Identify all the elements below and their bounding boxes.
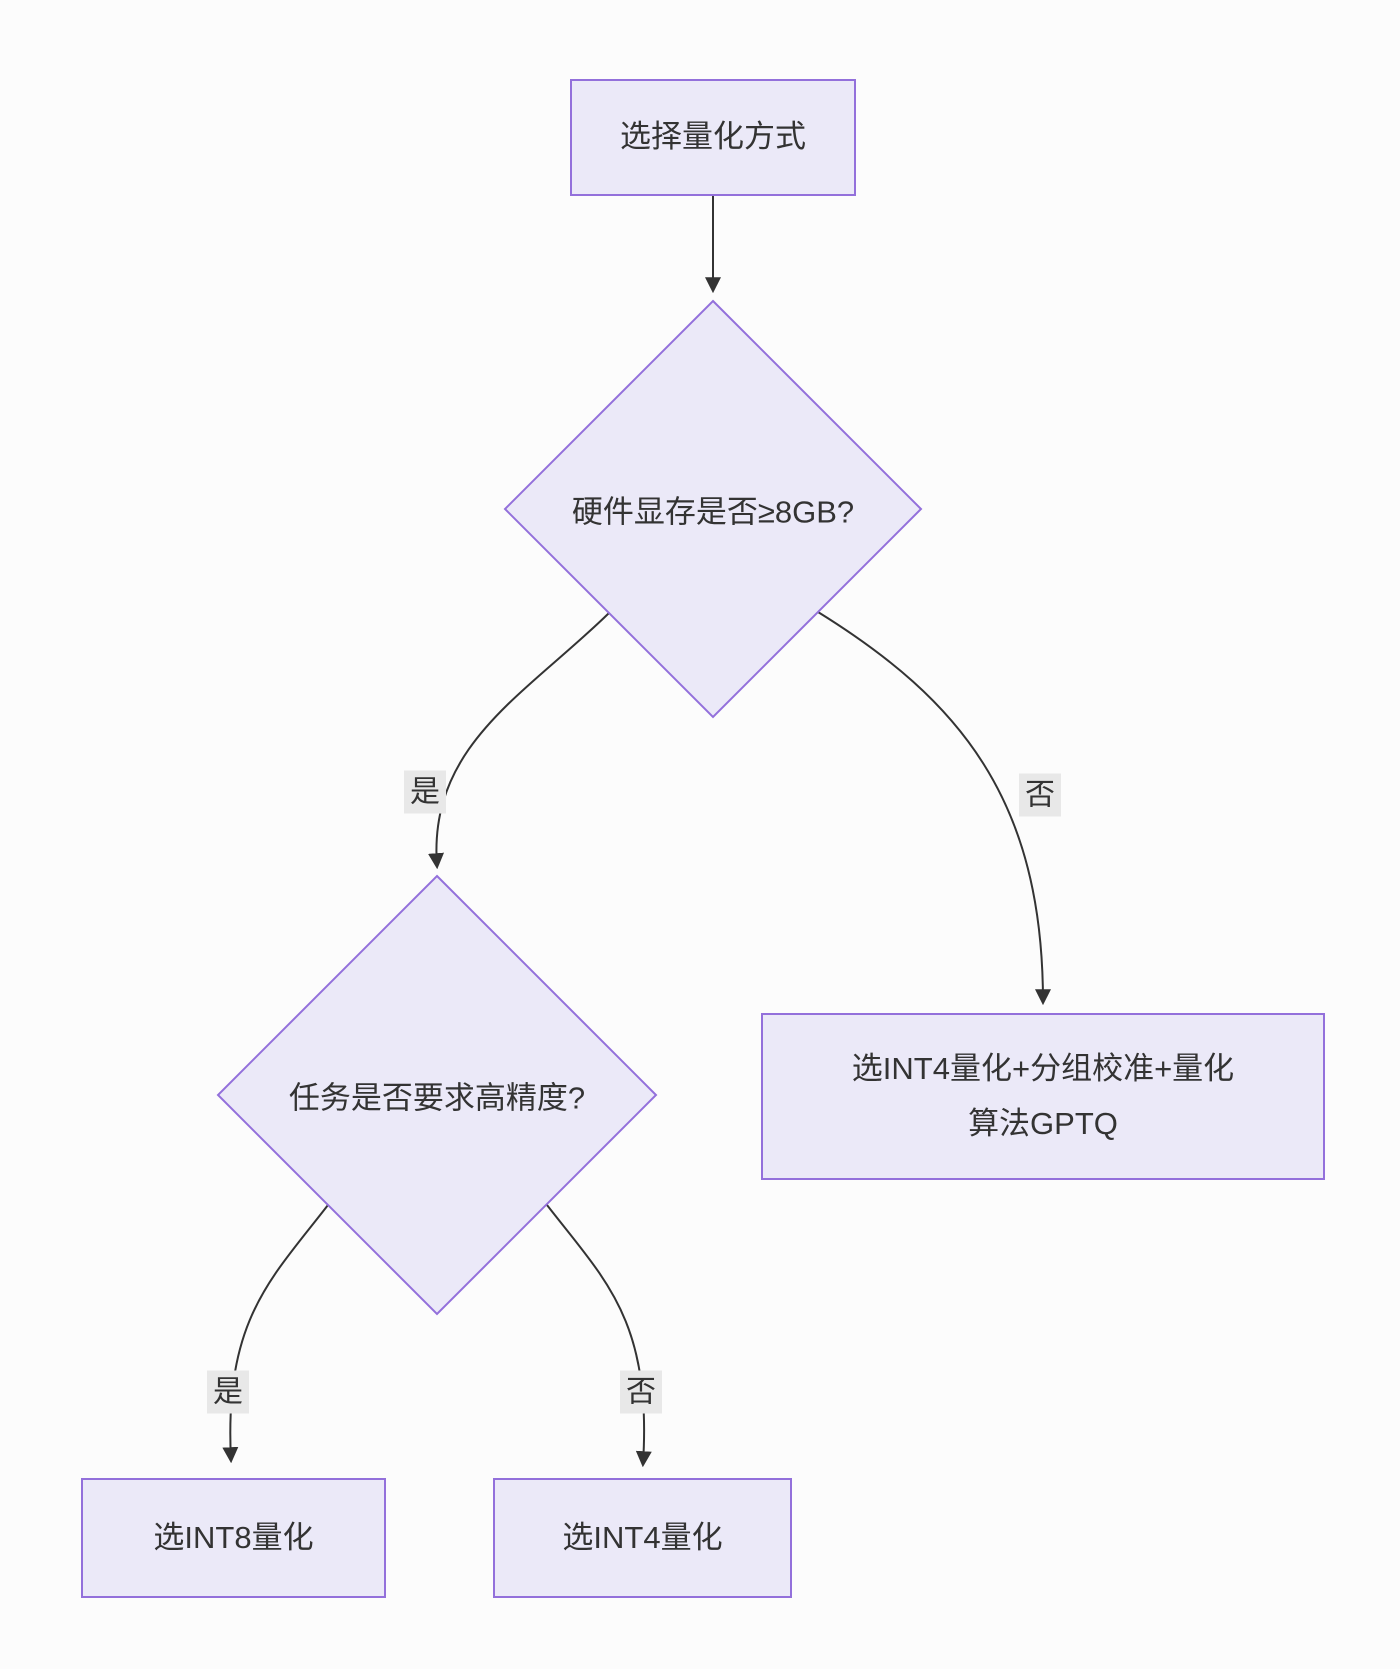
node-decision-precision-label: 任务是否要求高精度?: [288, 1080, 586, 1116]
node-result-int4-label: 选INT4量化: [562, 1519, 723, 1555]
node-result-int8: 选INT8量化: [81, 1478, 386, 1598]
edge-vram-no-to-int4gptq: [817, 611, 1051, 1006]
edge-precision-yes-to-int8: [222, 1204, 329, 1464]
decision-vram-diamond: [503, 299, 923, 719]
edge-label-precision-yes: 是: [207, 1370, 249, 1414]
edge-precision-no-to-int4: [546, 1204, 652, 1468]
edge-label-precision-no: 否: [620, 1370, 662, 1414]
node-result-int4-gptq-label: 选INT4量化+分组校准+量化 算法GPTQ: [851, 1051, 1235, 1141]
node-result-int4: 选INT4量化: [493, 1478, 792, 1598]
node-result-int4-gptq: 选INT4量化+分组校准+量化 算法GPTQ: [761, 1013, 1325, 1180]
edge-label-vram-yes: 是: [404, 770, 446, 814]
decision-precision-diamond: [216, 874, 658, 1316]
node-start: 选择量化方式: [570, 79, 856, 196]
node-result-int8-label: 选INT8量化: [153, 1519, 314, 1555]
edge-vram-yes-to-precision: [428, 612, 610, 870]
node-decision-vram-label: 硬件显存是否≥8GB?: [571, 494, 855, 530]
node-start-label: 选择量化方式: [620, 119, 806, 155]
edge-label-vram-no: 否: [1019, 773, 1061, 817]
